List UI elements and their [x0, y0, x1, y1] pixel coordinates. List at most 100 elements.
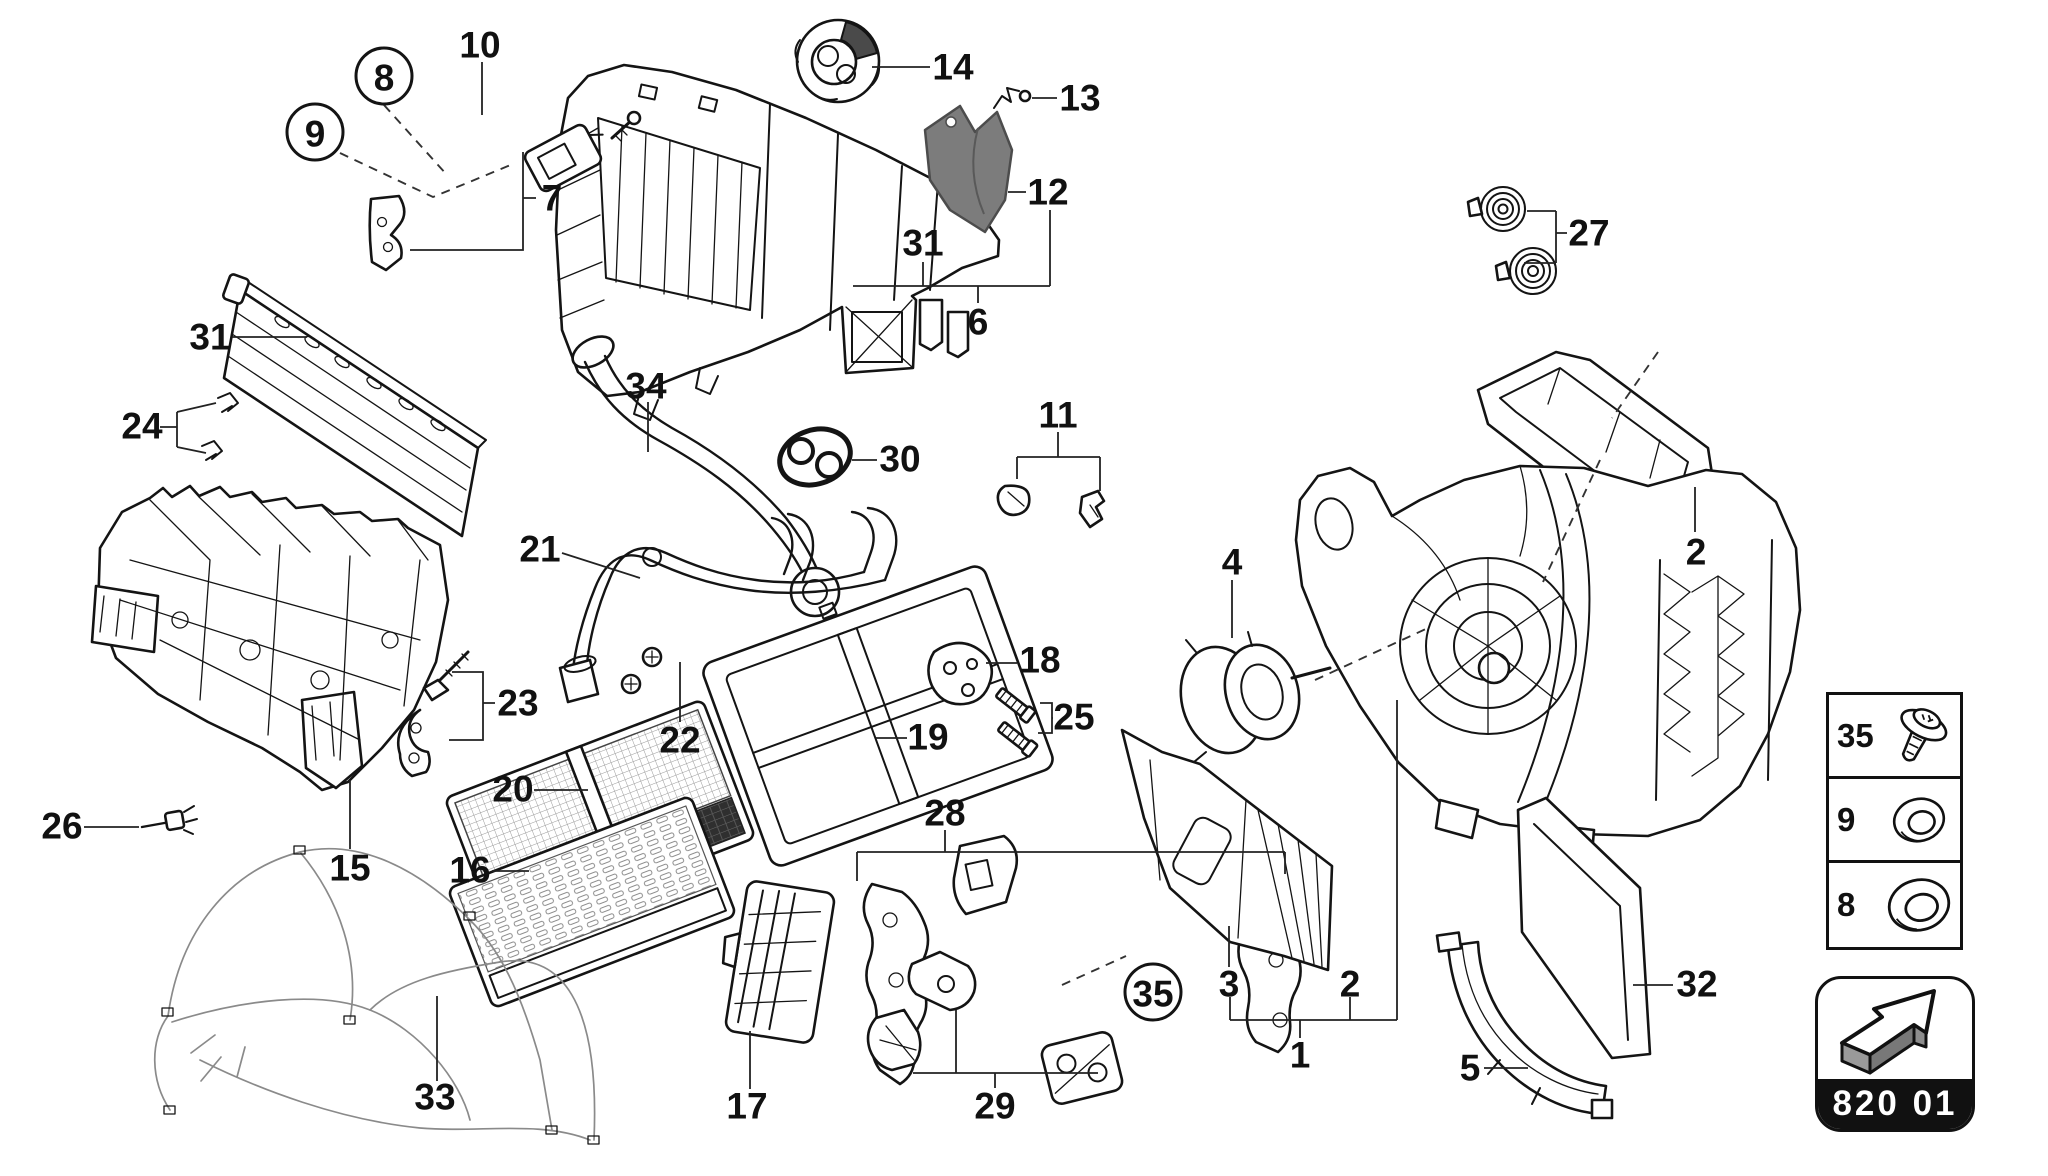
- part-sensor-module: [523, 110, 642, 193]
- callout-21[interactable]: 21: [519, 529, 560, 570]
- part-wiring-harness: [153, 845, 600, 1145]
- callout-5[interactable]: 5: [1460, 1048, 1481, 1089]
- part-retaining-clips-pair: [201, 392, 239, 461]
- callout-26[interactable]: 26: [41, 806, 82, 847]
- callout-22[interactable]: 22: [659, 720, 700, 761]
- part-blower-housing-assembly: [1294, 464, 1802, 856]
- callout-2-bottom[interactable]: 2: [1340, 964, 1361, 1005]
- callout-30[interactable]: 30: [879, 439, 920, 480]
- callout-35-circled[interactable]: 35: [1123, 962, 1183, 1022]
- callout-31-top[interactable]: 31: [902, 223, 943, 264]
- callout-11[interactable]: 11: [1038, 395, 1077, 436]
- legend-number: 35: [1837, 716, 1874, 754]
- callout-31-left[interactable]: 31: [189, 317, 230, 358]
- callout-number: 2: [1340, 964, 1361, 1005]
- part-retaining-clip: [993, 87, 1032, 109]
- callout-number: 27: [1568, 213, 1609, 254]
- part-sealing-grommets: [1466, 186, 1557, 295]
- callout-number: 31: [902, 223, 943, 264]
- callout-number: 16: [449, 850, 490, 891]
- callout-27[interactable]: 27: [1568, 213, 1609, 254]
- callout-number: 19: [907, 717, 948, 758]
- callout-number: 35: [1132, 974, 1173, 1015]
- callout-2-right[interactable]: 2: [1686, 532, 1707, 573]
- callout-number: 30: [879, 439, 920, 480]
- callout-number: 23: [497, 683, 538, 724]
- part-blower-motor: [1179, 631, 1332, 763]
- arrow-3d-icon: [1818, 979, 1972, 1079]
- callout-33[interactable]: 33: [414, 1077, 455, 1118]
- callout-16[interactable]: 16: [449, 850, 490, 891]
- callout-number: 32: [1676, 964, 1717, 1005]
- callout-number: 20: [492, 769, 533, 810]
- callout-number: 13: [1059, 78, 1100, 119]
- callout-14[interactable]: 14: [932, 47, 974, 88]
- part-foam-seal-pad: [923, 104, 1014, 234]
- callout-number: 12: [1027, 172, 1068, 213]
- part-small-screws-pair: [620, 646, 663, 695]
- callout-number: 18: [1019, 640, 1060, 681]
- callout-circle: [285, 102, 345, 162]
- callout-13[interactable]: 13: [1059, 78, 1100, 119]
- callout-number: 28: [924, 793, 965, 834]
- callout-9[interactable]: 9: [285, 102, 345, 162]
- callout-number: 22: [659, 720, 700, 761]
- callout-circle: [354, 46, 414, 106]
- callout-19[interactable]: 19: [907, 717, 948, 758]
- callout-number: 4: [1222, 542, 1243, 583]
- legend-row-9: 9: [1829, 779, 1960, 863]
- callout-number: 24: [121, 406, 163, 447]
- callout-number: 7: [542, 178, 563, 219]
- leader-lines: [84, 62, 1696, 1089]
- callout-24[interactable]: 24: [121, 406, 163, 447]
- callout-number: 9: [305, 114, 326, 155]
- callout-12[interactable]: 12: [1027, 172, 1068, 213]
- screw-rivet-icon: [1881, 697, 1957, 775]
- callout-number: 6: [968, 302, 989, 343]
- part-fresh-air-flap-rotor: [794, 18, 881, 104]
- part-mounting-clips-pair: [996, 484, 1106, 529]
- callout-15[interactable]: 15: [329, 848, 370, 889]
- part-heater-pipes: [558, 506, 898, 704]
- callout-6[interactable]: 6: [968, 302, 989, 343]
- callout-32[interactable]: 32: [1676, 964, 1717, 1005]
- callout-23[interactable]: 23: [497, 683, 538, 724]
- callout-number: 29: [974, 1086, 1015, 1127]
- callout-18[interactable]: 18: [1019, 640, 1060, 681]
- callout-number: 31: [189, 317, 230, 358]
- part-insulation-panel: [1120, 728, 1334, 972]
- callout-number: 34: [625, 366, 667, 407]
- callout-17[interactable]: 17: [726, 1086, 767, 1127]
- callout-3[interactable]: 3: [1219, 964, 1240, 1005]
- diagram-code-plate: 820 01: [1815, 976, 1975, 1132]
- callout-number: 25: [1053, 697, 1094, 738]
- callout-7[interactable]: 7: [542, 178, 563, 219]
- part-heater-core: [221, 273, 487, 538]
- callout-number: 8: [374, 58, 395, 99]
- callout-10[interactable]: 10: [459, 25, 500, 66]
- part-flap-actuator: [927, 641, 994, 706]
- callout-4[interactable]: 4: [1222, 542, 1243, 583]
- callout-number: 26: [41, 806, 82, 847]
- legend-row-8: 8: [1829, 863, 1960, 947]
- callout-20[interactable]: 20: [492, 769, 533, 810]
- callout-29[interactable]: 29: [974, 1086, 1015, 1127]
- callout-circle: [1123, 962, 1183, 1022]
- callout-number: 11: [1038, 395, 1077, 436]
- part-temperature-sensor: [140, 805, 198, 835]
- callout-8[interactable]: 8: [354, 46, 414, 106]
- callout-28[interactable]: 28: [924, 793, 965, 834]
- part-heater-distribution-housing: [554, 63, 1001, 421]
- callout-number: 15: [329, 848, 370, 889]
- callout-number: 2: [1686, 532, 1707, 573]
- part-mounting-bracket: [368, 194, 406, 272]
- callout-1[interactable]: 1: [1290, 1035, 1311, 1076]
- callout-number: 5: [1460, 1048, 1481, 1089]
- diagram-code: 820 01: [1818, 1079, 1972, 1129]
- callout-number: 21: [519, 529, 560, 570]
- callout-25[interactable]: 25: [1053, 697, 1094, 738]
- callout-34[interactable]: 34: [625, 366, 667, 407]
- part-double-pipe-grommet: [777, 426, 853, 488]
